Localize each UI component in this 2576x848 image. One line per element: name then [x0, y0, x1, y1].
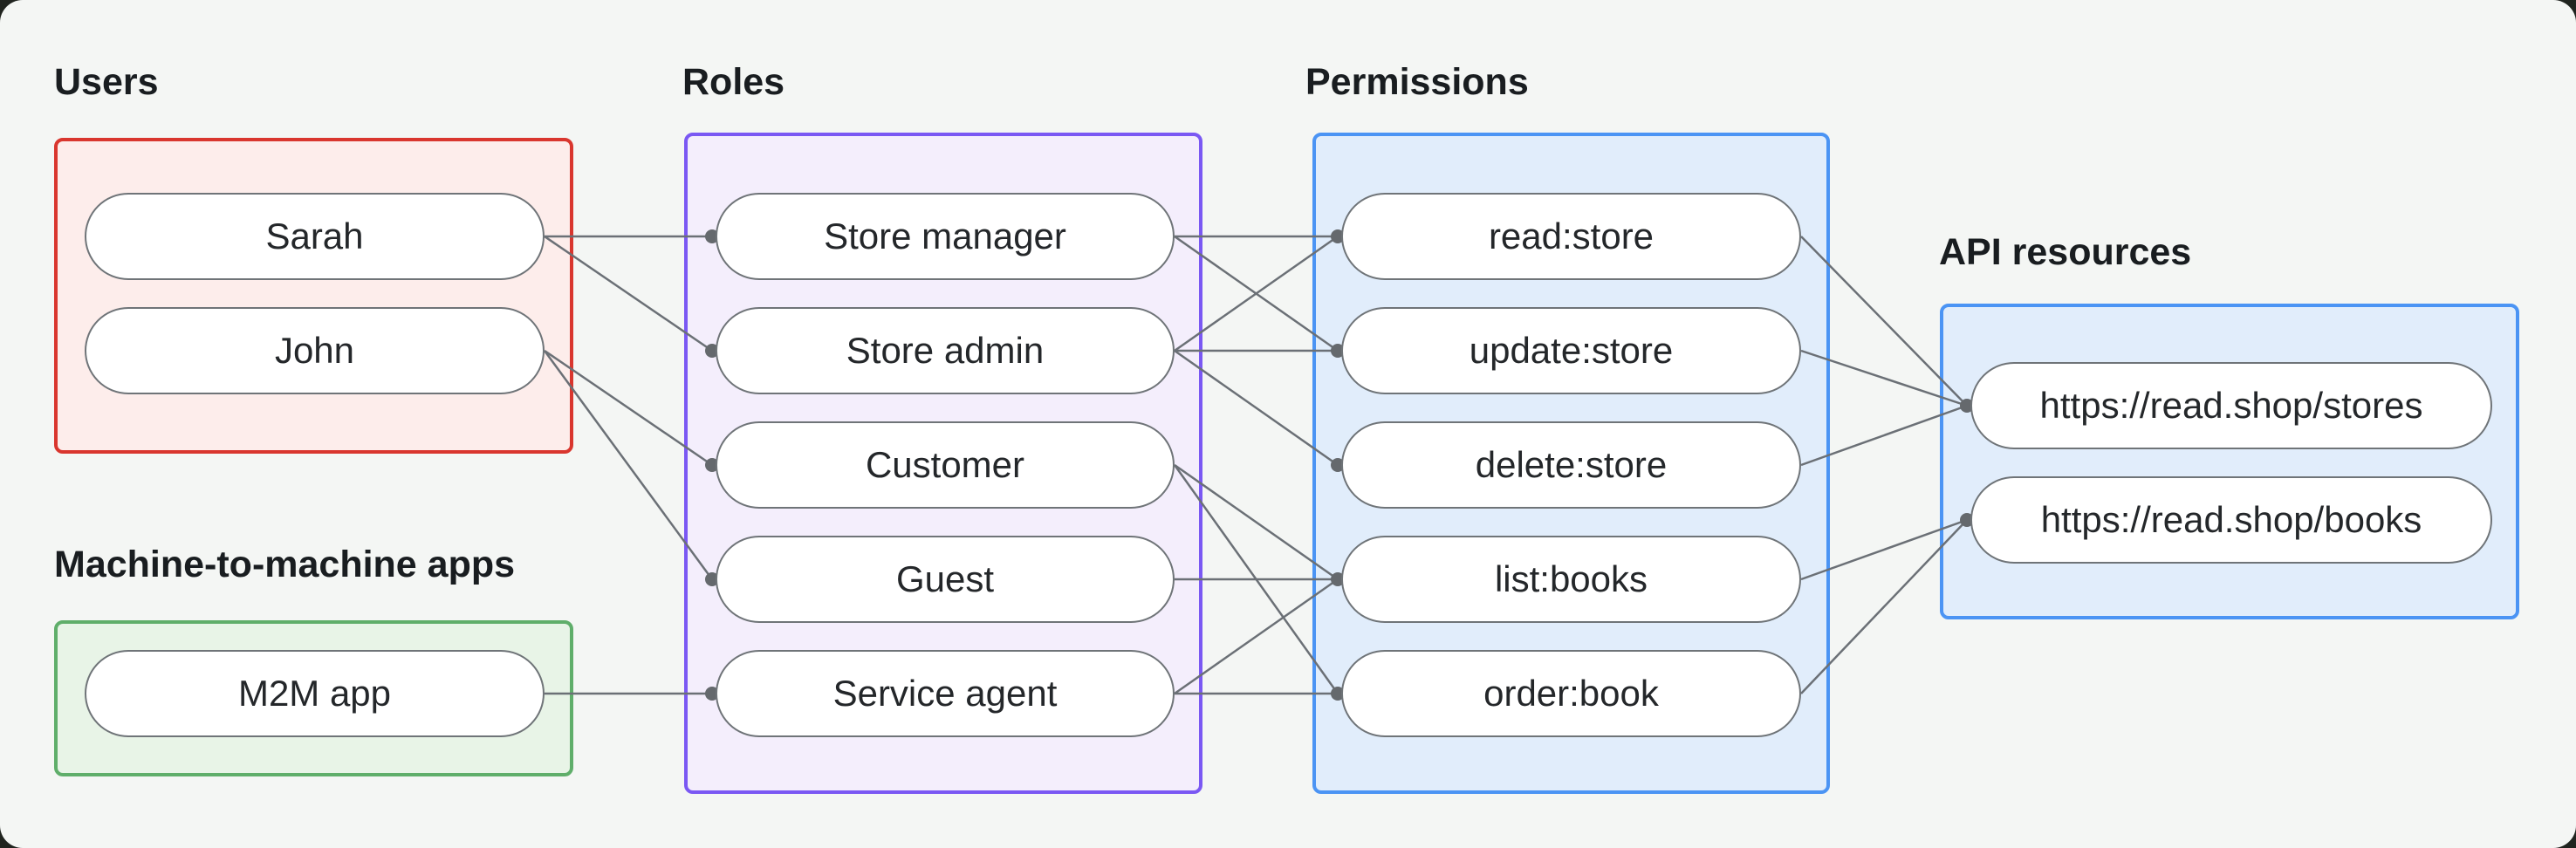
- node-m2m-app[interactable]: M2M app: [85, 650, 545, 737]
- group-box-users: [54, 138, 573, 454]
- node-delete-store[interactable]: delete:store: [1341, 421, 1801, 509]
- edge-store-admin-to-delete-store: [1174, 349, 1339, 467]
- node-update-store[interactable]: update:store: [1341, 307, 1801, 394]
- node-john[interactable]: John: [85, 307, 545, 394]
- node-label-john: John: [274, 330, 355, 371]
- node-store-admin[interactable]: Store admin: [716, 307, 1175, 394]
- edge-john-to-guest: [543, 350, 714, 580]
- edge-customer-to-list-books: [1174, 463, 1339, 581]
- node-label-customer: Customer: [865, 444, 1025, 485]
- node-customer[interactable]: Customer: [716, 421, 1175, 509]
- node-service-agent[interactable]: Service agent: [716, 650, 1175, 737]
- node-label-store-manager: Store manager: [824, 215, 1066, 256]
- group-label-permissions: Permissions: [1305, 61, 1529, 103]
- edge-john-to-customer: [544, 349, 713, 467]
- node-label-api-books: https://read.shop/books: [2040, 499, 2422, 540]
- group-box-api: [1940, 304, 2519, 619]
- node-label-m2m-app: M2M app: [237, 673, 392, 714]
- group-label-roles: Roles: [682, 61, 785, 103]
- node-label-delete-store: delete:store: [1475, 444, 1668, 485]
- node-api-stores[interactable]: https://read.shop/stores: [1970, 362, 2492, 449]
- edge-read-store-to-api-stores: [1800, 236, 1968, 407]
- edge-service-agent-to-list-books: [1174, 578, 1339, 695]
- group-label-api: API resources: [1939, 231, 2192, 273]
- edge-list-books-to-api-books: [1800, 518, 1968, 581]
- node-sarah[interactable]: Sarah: [85, 193, 545, 280]
- edge-update-store-to-api-stores: [1800, 349, 1968, 407]
- group-label-m2m: Machine-to-machine apps: [54, 544, 516, 585]
- edge-order-book-to-api-books: [1800, 519, 1968, 694]
- node-label-order-book: order:book: [1483, 673, 1659, 714]
- edge-store-admin-to-read-store: [1174, 235, 1339, 352]
- node-store-manager[interactable]: Store manager: [716, 193, 1175, 280]
- node-api-books[interactable]: https://read.shop/books: [1970, 476, 2492, 564]
- group-label-users: Users: [54, 61, 159, 103]
- node-label-sarah: Sarah: [265, 215, 364, 256]
- node-label-update-store: update:store: [1469, 330, 1674, 371]
- node-label-service-agent: Service agent: [832, 673, 1058, 714]
- node-order-book[interactable]: order:book: [1341, 650, 1801, 737]
- node-label-api-stores: https://read.shop/stores: [2039, 385, 2423, 426]
- edge-delete-store-to-api-stores: [1800, 404, 1968, 467]
- edge-sarah-to-store-admin: [544, 235, 713, 352]
- node-list-books[interactable]: list:books: [1341, 536, 1801, 623]
- node-label-read-store: read:store: [1488, 215, 1655, 256]
- node-label-store-admin: Store admin: [846, 330, 1045, 371]
- node-label-list-books: list:books: [1494, 558, 1648, 599]
- node-label-guest: Guest: [895, 558, 995, 599]
- node-read-store[interactable]: read:store: [1341, 193, 1801, 280]
- node-guest[interactable]: Guest: [716, 536, 1175, 623]
